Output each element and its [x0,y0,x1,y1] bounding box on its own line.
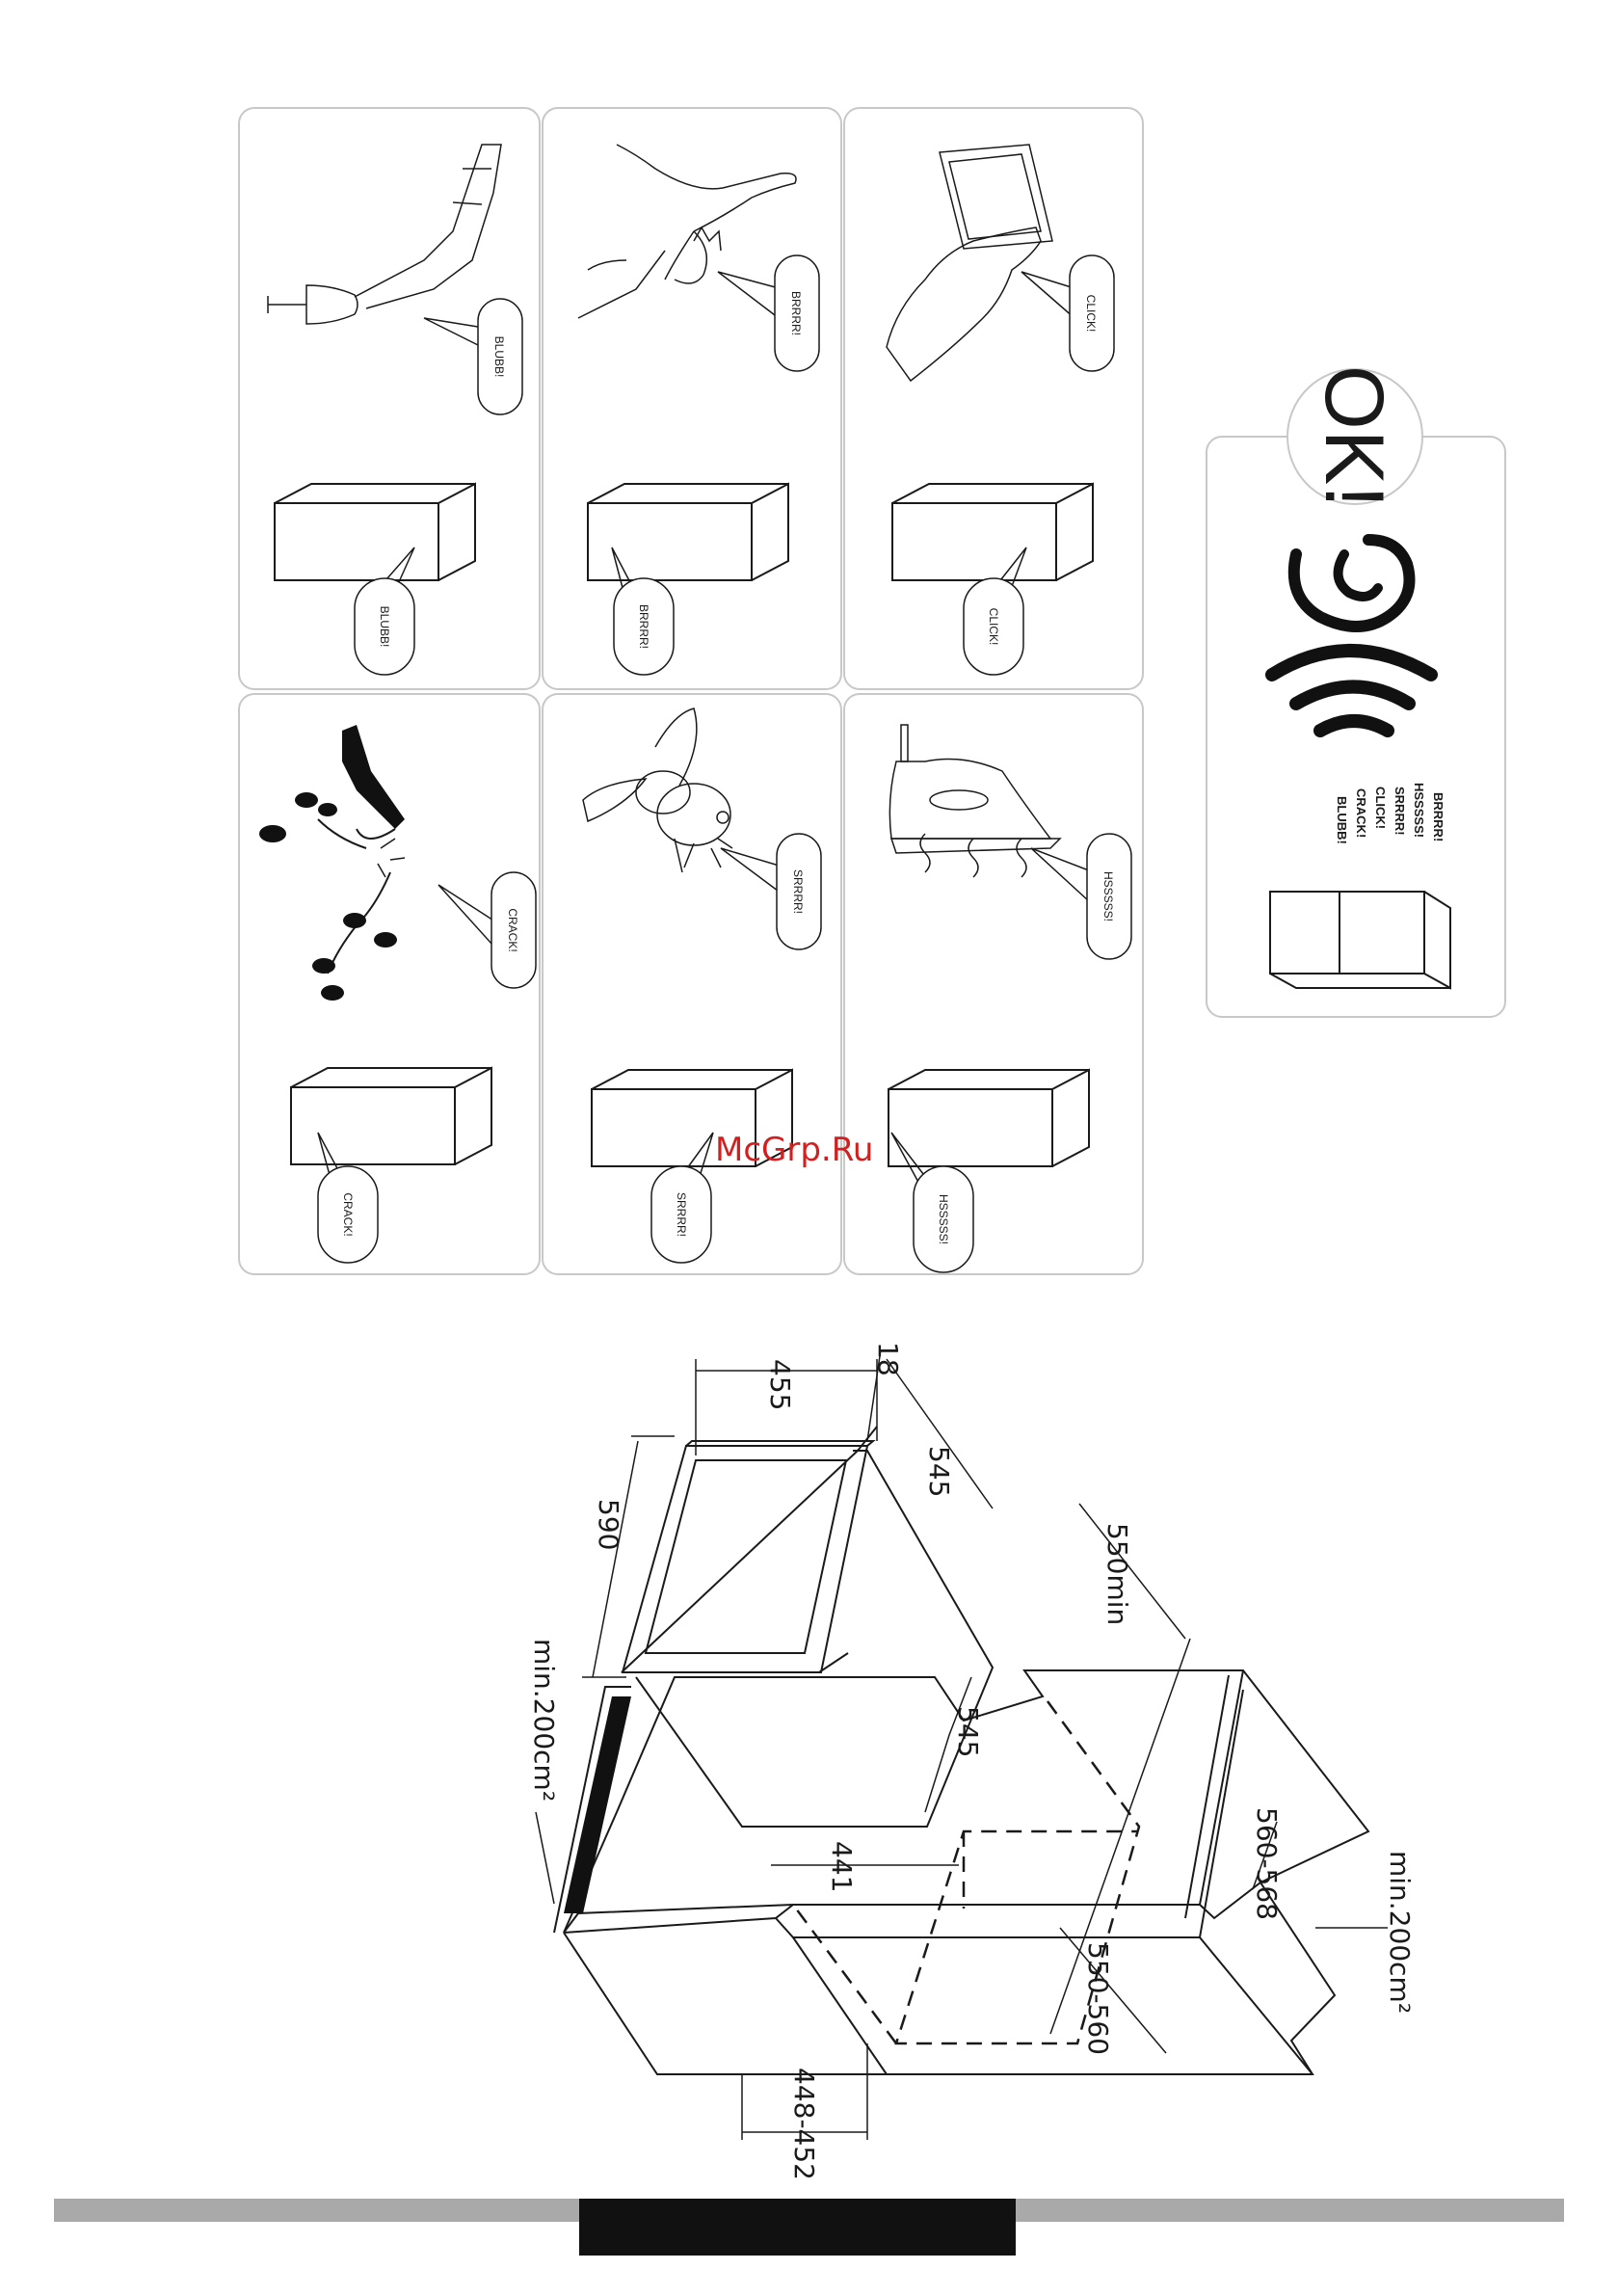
dim-441: 441 [826,1841,858,1892]
footer-block [579,2199,1016,2256]
bubble-text: BRRRR! [637,604,650,649]
panel-click: CLICK! CLICK! [844,108,1143,689]
ok-label: OK! [1308,365,1400,508]
noise-panels-grid: BLUBB! BLUBB! BRRRR! [239,108,1143,1274]
dim-560-568: 560-568 [1251,1807,1283,1920]
vent-opening-left [564,1696,631,1913]
dim-vent-left: min.200cm² [528,1639,560,1802]
legend-sound-4: CLICK! [1373,787,1388,829]
panel-crack: CRACK! CRACK! [239,694,540,1274]
bubble-text: SRRRR! [675,1192,688,1237]
bubble-text: HSSSSS! [1101,871,1115,921]
legend-sound-5: CRACK! [1354,788,1368,838]
bubble-text: CRACK! [341,1192,355,1236]
bubble-text: BLUBB! [492,336,506,378]
dim-18: 18 [872,1342,904,1376]
panel-blubb: BLUBB! BLUBB! [239,108,540,689]
bubble-text: CRACK! [506,908,519,951]
dim-590: 590 [593,1499,624,1550]
legend-sound-6: BLUBB! [1335,796,1349,844]
bubble-text: BRRRR! [789,291,803,335]
bubble-text: HSSSSS! [937,1194,950,1244]
dim-545-mid: 545 [952,1706,984,1757]
dim-448-452: 448-452 [788,2068,820,2180]
appliance-body [636,1451,993,1827]
dim-545-top: 545 [923,1446,955,1497]
watermark: McGrp.Ru [715,1131,873,1169]
legend-sound-3: SRRRR! [1393,787,1407,836]
legend-panel: OK! BRRRR! HSSSSS! SRRRR! CLICK! CRACK! … [1207,365,1505,1017]
installation-diagram: 455 18 590 545 550min min.200cm² 545 441… [528,1342,1416,2180]
bubble-text: CLICK! [987,608,1000,646]
bubble-text: BLUBB! [378,606,391,648]
dim-550-560: 550-560 [1082,1942,1114,2055]
panel-brrrr: BRRRR! BRRRR! [543,108,841,689]
dim-455: 455 [764,1359,796,1410]
bubble-text: CLICK! [1084,295,1098,333]
panel-hsssss: HSSSSS! HSSSSS! [844,694,1143,1274]
legend-sound-1: BRRRR! [1431,792,1446,841]
legend-sound-2: HSSSSS! [1412,783,1426,838]
bubble-text: SRRRR! [791,869,805,914]
dim-vent-right: min.200cm² [1384,1851,1416,2014]
appliance-front-frame [623,1446,867,1672]
panel-srrrr: SRRRR! SRRRR! [543,694,841,1274]
dim-550min: 550min [1101,1523,1133,1625]
